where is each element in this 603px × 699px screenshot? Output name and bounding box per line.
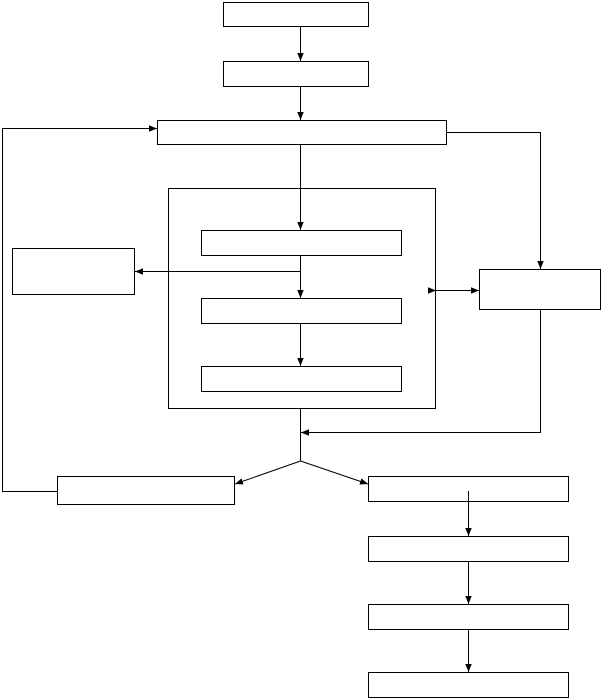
box-inner-2 — [201, 298, 402, 324]
process-group-frame — [168, 188, 436, 409]
arrow-split-to-bottom-right — [300, 460, 369, 485]
box-left — [12, 248, 135, 295]
arrow-right-box-to-merge — [301, 310, 541, 436]
arrow-widebar-to-right-box — [447, 132, 544, 269]
box-inner-3 — [201, 366, 402, 392]
box-top-1 — [223, 2, 369, 27]
arrow-bottom-left-loop-to-widebar — [2, 125, 157, 492]
box-bottom-right-2 — [368, 536, 569, 562]
box-bottom-right-4 — [368, 672, 569, 698]
box-wide-bar — [157, 120, 447, 145]
box-bottom-right-3 — [368, 604, 569, 630]
box-inner-1 — [201, 230, 402, 256]
box-right — [479, 269, 601, 310]
box-bottom-left — [57, 476, 235, 505]
arrow-split-to-bottom-left — [234, 460, 301, 485]
box-top-2 — [223, 61, 369, 87]
